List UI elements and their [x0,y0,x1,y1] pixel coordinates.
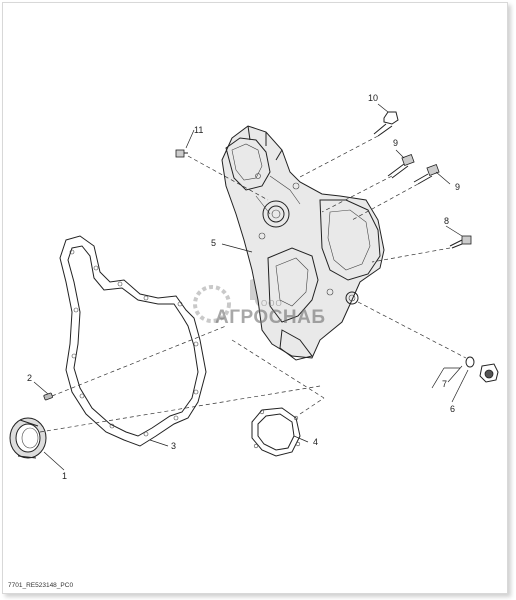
figure-reference-id: 7701_RE523148_PC0 [8,582,74,589]
callout-2: 2 [27,373,32,383]
o-ring [465,356,475,368]
water-pump-gasket [251,407,301,457]
plug [479,363,499,383]
cap-screw-8 [449,235,472,249]
figure-frame [2,2,508,594]
dowel-pin [43,392,53,401]
watermark-text-small: ООО [261,299,283,308]
callout-9-upper: 9 [393,138,398,148]
callout-9-lower: 9 [455,182,460,192]
callout-8: 8 [444,216,449,226]
callout-7: 7 [442,379,447,389]
callout-6: 6 [450,404,455,414]
watermark-text-brand: АГРОСНАБ [215,307,326,328]
front-cover-housing [221,125,385,361]
assembly-lines [39,135,467,433]
crankshaft-oil-seal [9,417,47,459]
cap-screw-9-upper [387,154,415,179]
callout-1: 1 [62,471,67,481]
callout-11: 11 [194,125,203,135]
callout-labels: 11 10 9 9 8 5 2 3 4 7 6 1 [27,93,460,481]
callout-10: 10 [368,93,378,103]
cap-screw-11 [175,149,188,158]
callout-3: 3 [171,441,176,451]
callout-5: 5 [211,238,216,248]
cap-screw-10 [373,111,399,137]
cap-screw-9-lower [413,164,440,185]
front-cover-gasket [59,235,207,447]
leader-lines [33,103,469,471]
callout-4: 4 [313,437,318,447]
